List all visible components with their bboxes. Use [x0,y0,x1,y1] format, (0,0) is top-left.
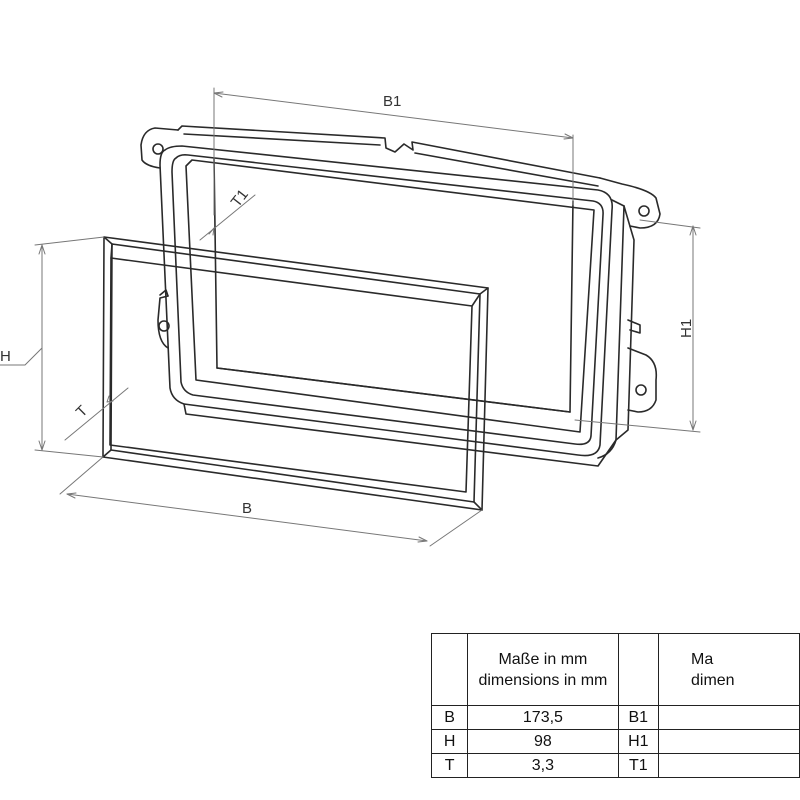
row-key: T [430,753,469,778]
label-h: H [0,348,11,365]
row-value: 3,3 [467,753,619,778]
row-key2: B1 [617,705,659,730]
dimension-lines [0,87,701,547]
row-key2: H1 [617,729,659,754]
label-t: T [73,402,92,421]
header-en: dimensions in mm [478,671,608,689]
label-t1: T1 [228,186,252,210]
table-row: H 98 H1 [430,729,800,754]
label-b: B [242,500,252,517]
row-key: H [430,729,469,754]
rear-frame [140,125,661,467]
label-h1: H1 [678,319,695,338]
table-row: B 173,5 B1 [430,705,800,730]
dimensions-table: Maße in mm dimensions in mm Ma dimen B 1… [430,633,800,778]
row-value: 98 [467,729,619,754]
front-frame [102,236,489,511]
table-header-row: Maße in mm dimensions in mm Ma dimen [430,633,800,706]
header2-en: dimen [690,671,735,689]
row-key2: T1 [617,753,659,778]
label-b1: B1 [383,93,401,110]
header-de: Maße in mm [498,650,588,668]
row-key: B [430,705,469,730]
header-dimensions-in-mm: Maße in mm dimensions in mm [467,633,619,706]
header-dimensions-in-mm-2: Ma dimen [657,633,800,706]
header2-de: Ma [690,650,714,668]
table-row: T 3,3 T1 [430,753,800,778]
row-value: 173,5 [467,705,619,730]
